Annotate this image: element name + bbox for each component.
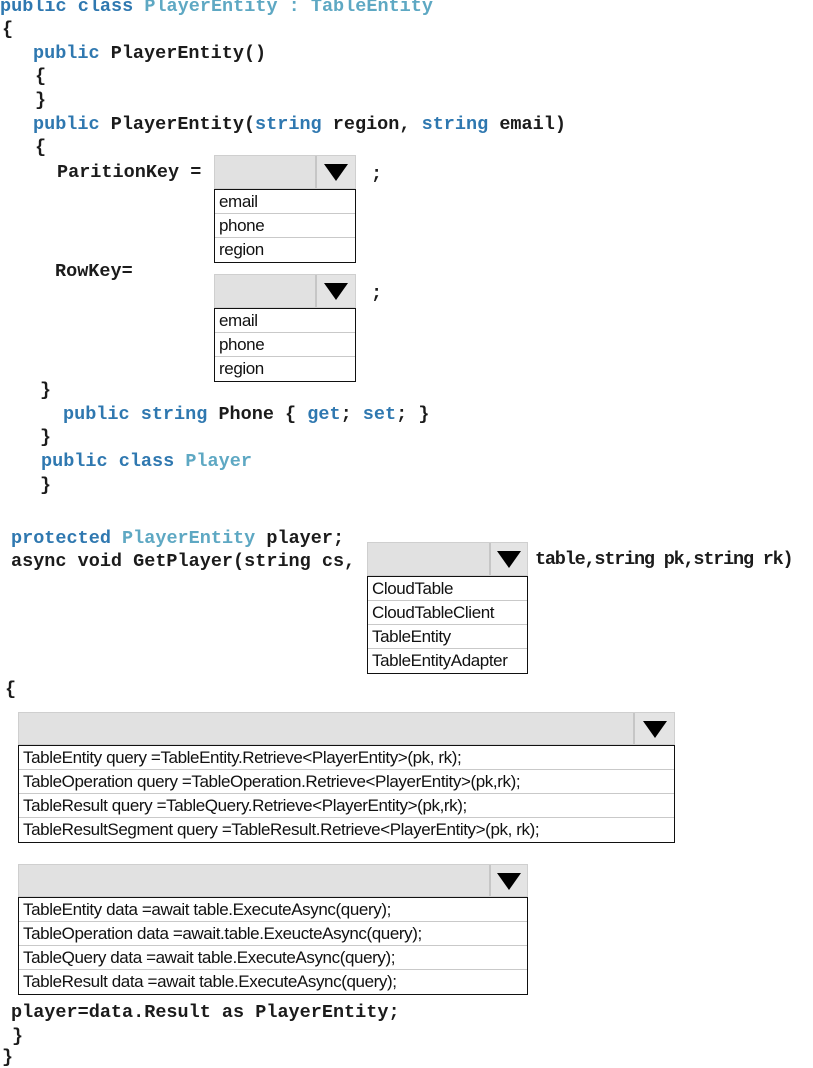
keyword: public <box>33 43 111 64</box>
dropdown-header[interactable] <box>367 542 528 576</box>
dropdown-option[interactable]: email <box>215 309 355 333</box>
keyword: protected <box>11 528 123 549</box>
dropdown-arrow-icon[interactable] <box>315 156 355 188</box>
dropdown-option[interactable]: TableEntityAdapter <box>372 651 508 670</box>
punct: ; <box>340 404 363 425</box>
brace: { <box>2 19 14 40</box>
dropdown-option[interactable]: TableOperation query =TableOperation.Ret… <box>19 770 674 794</box>
result-assignment: player=data.Result as PlayerEntity; <box>11 1002 400 1023</box>
constructor-name: PlayerEntity( <box>110 114 256 135</box>
keyword: public class <box>0 0 145 17</box>
dropdown-arrow-icon[interactable] <box>489 543 527 575</box>
dropdown-option[interactable]: TableEntity query =TableEntity.Retrieve<… <box>19 746 674 770</box>
brace: { <box>5 679 17 700</box>
keyword: set <box>362 404 397 425</box>
brace: { <box>35 137 47 158</box>
dropdown-header[interactable] <box>18 712 675 745</box>
class-declaration: public class PlayerEntity : TableEntity <box>0 0 433 17</box>
semicolon: ; <box>371 164 383 185</box>
semicolon: ; <box>371 283 383 304</box>
dropdown-option[interactable]: TableResultSegment query =TableResult.Re… <box>23 820 540 839</box>
type-name: PlayerEntity <box>122 528 256 549</box>
param: email) <box>488 114 566 135</box>
dropdown-arrow-icon[interactable] <box>315 275 355 307</box>
keyword: string <box>140 404 208 425</box>
dropdown-options: CloudTable CloudTableClient TableEntity … <box>367 576 528 674</box>
param-constructor: public PlayerEntity(string region, strin… <box>33 115 566 135</box>
phone-property: public string Phone { get; set; } <box>63 405 429 425</box>
player-class: public class Player <box>41 452 252 472</box>
brace: } <box>40 475 52 496</box>
punct: ; } <box>396 404 430 425</box>
dropdown-options: TableEntity query =TableEntity.Retrieve<… <box>18 745 675 843</box>
dropdown-header[interactable] <box>214 155 356 189</box>
brace: } <box>35 90 47 111</box>
dropdown-options: TableEntity data =await table.ExecuteAsy… <box>18 897 528 995</box>
keyword: get <box>307 404 341 425</box>
dropdown-arrow-icon[interactable] <box>489 865 527 896</box>
dropdown-option[interactable]: region <box>219 359 264 378</box>
dropdown-option[interactable]: phone <box>215 333 355 357</box>
dropdown-option[interactable]: TableOperation data =await.table.Exeucte… <box>19 922 527 946</box>
keyword: public <box>63 404 141 425</box>
dropdown-option[interactable]: CloudTable <box>368 577 527 601</box>
brace: } <box>40 427 52 448</box>
dropdown-header[interactable] <box>18 864 528 897</box>
property-name: Phone { <box>207 404 308 425</box>
dropdown-options: email phone region <box>214 308 356 382</box>
dropdown-arrow-icon[interactable] <box>633 713 674 744</box>
keyword: public class <box>41 451 186 472</box>
get-player-signature: async void GetPlayer(string cs, <box>11 551 356 572</box>
param: region, <box>321 114 422 135</box>
partition-key-label: ParitionKey = <box>57 162 202 183</box>
dropdown-options: email phone region <box>214 189 356 263</box>
brace: } <box>2 1047 14 1068</box>
dropdown-option[interactable]: TableQuery data =await table.ExecuteAsyn… <box>19 946 527 970</box>
brace: } <box>40 380 52 401</box>
get-player-params: table,string pk,string rk) <box>535 549 794 570</box>
type-name: Player <box>185 451 252 472</box>
keyword: public <box>33 114 111 135</box>
row-key-label: RowKey= <box>55 261 133 282</box>
dropdown-option[interactable]: TableResult data =await table.ExecuteAsy… <box>23 972 397 991</box>
dropdown-option[interactable]: TableEntity data =await table.ExecuteAsy… <box>19 898 527 922</box>
dropdown-option[interactable]: email <box>215 190 355 214</box>
dropdown-header[interactable] <box>214 274 356 308</box>
field-name: player; <box>255 528 345 549</box>
brace: } <box>12 1026 24 1047</box>
keyword: string <box>255 114 322 135</box>
type-name: PlayerEntity : TableEntity <box>144 0 433 17</box>
dropdown-option[interactable]: CloudTableClient <box>368 601 527 625</box>
brace: { <box>35 66 47 87</box>
dropdown-option[interactable]: TableEntity <box>368 625 527 649</box>
dropdown-option[interactable]: TableResult query =TableQuery.Retrieve<P… <box>19 794 674 818</box>
dropdown-option[interactable]: phone <box>215 214 355 238</box>
keyword: string <box>421 114 489 135</box>
constructor-name: PlayerEntity() <box>110 43 267 64</box>
default-constructor: public PlayerEntity() <box>33 44 266 64</box>
dropdown-option[interactable]: region <box>219 240 264 259</box>
protected-field: protected PlayerEntity player; <box>11 529 344 549</box>
